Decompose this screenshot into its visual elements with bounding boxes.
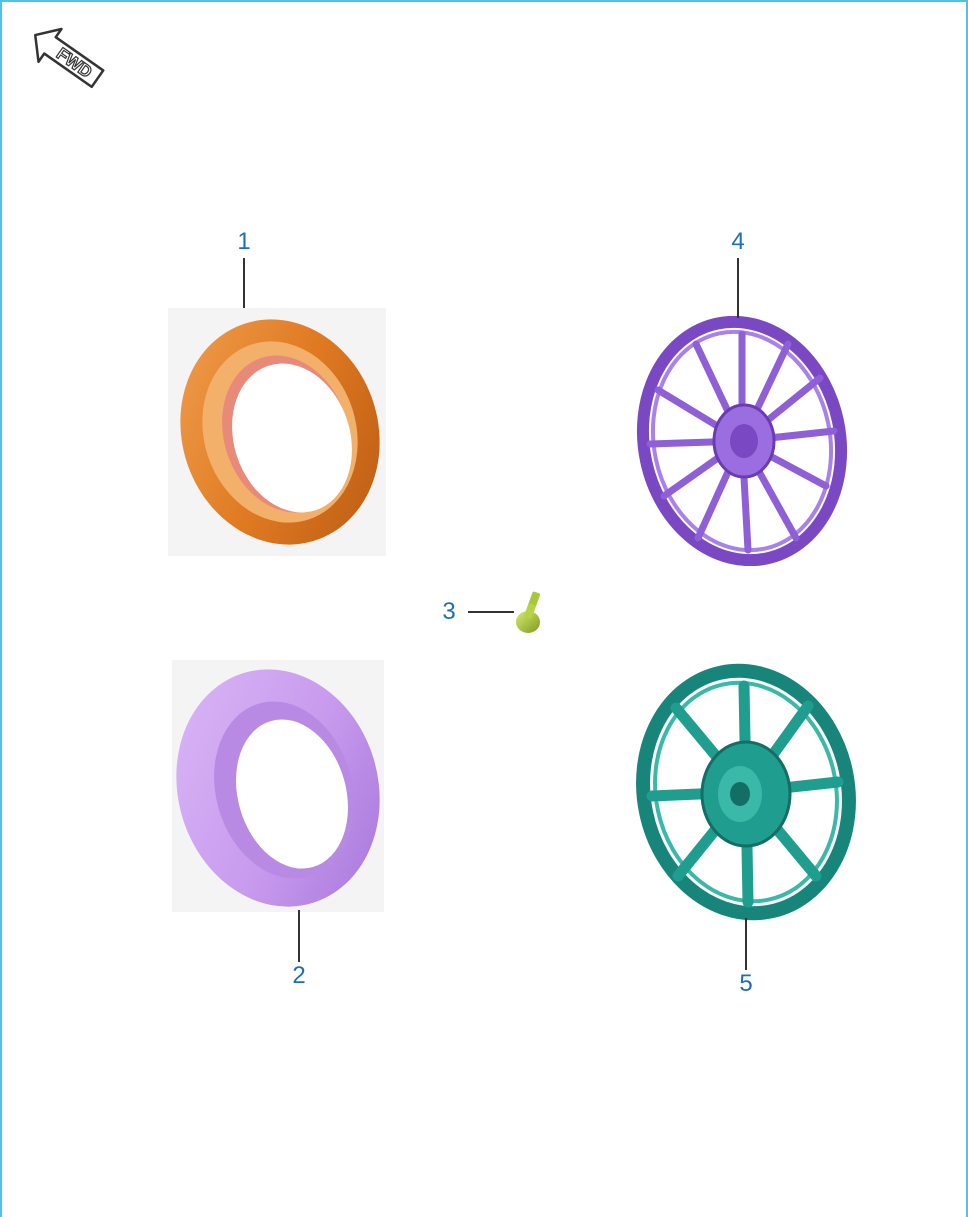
callout-3: 3	[442, 600, 455, 624]
part-4-wheel	[636, 316, 854, 566]
callout-1: 1	[237, 230, 250, 254]
callout-2: 2	[292, 964, 305, 988]
leader-line-1	[243, 258, 245, 308]
part-2-tyre	[172, 660, 384, 912]
leader-line-2	[298, 910, 300, 962]
callout-4: 4	[731, 230, 744, 254]
part-1-tyre	[168, 308, 386, 556]
part-3-valve	[512, 590, 548, 636]
leader-line-3	[468, 611, 514, 613]
callout-5: 5	[739, 972, 752, 996]
part-5-wheel	[632, 662, 862, 922]
leader-line-4	[737, 258, 739, 318]
fwd-arrow-icon: FWD	[22, 22, 114, 94]
leader-line-5	[745, 918, 747, 970]
